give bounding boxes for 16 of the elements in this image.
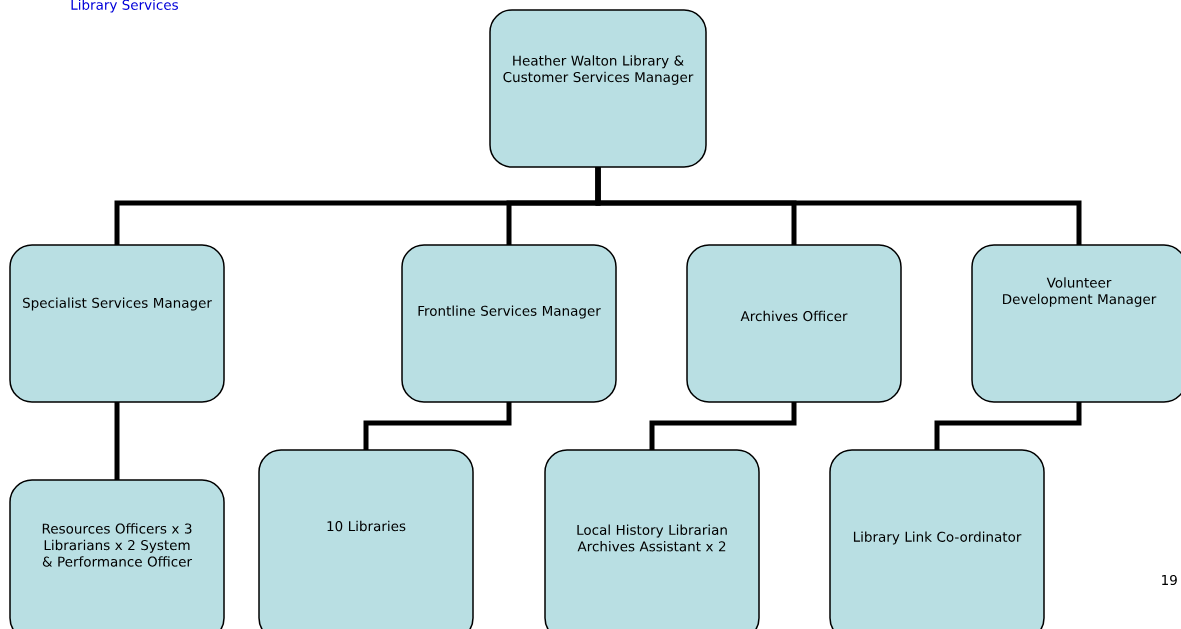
connector-line [649,402,797,450]
org-box: Resources Officers x 3 Librarians x 2 System & Performance Officer [9,479,225,629]
org-box: Specialist Services Manager [9,244,225,403]
page-number: 19 [1162,574,1177,586]
org-box: 10 Libraries [258,449,474,629]
org-box: Library Link Co-ordinator [829,449,1045,629]
org-box: Local History Librarian Archives Assistant x 2 [544,449,760,629]
connector-line [114,402,120,480]
connector-line [595,167,1082,245]
org-box: Volunteer Development Manager [971,244,1181,403]
org-box: Heather Walton Library & Customer Services Manager [489,9,707,168]
connector-line [363,402,512,450]
page-title: Library Services [71,0,178,13]
org-box: Archives Officer [686,244,902,403]
connector-line [934,402,1082,450]
org-box: Frontline Services Manager [401,244,617,403]
